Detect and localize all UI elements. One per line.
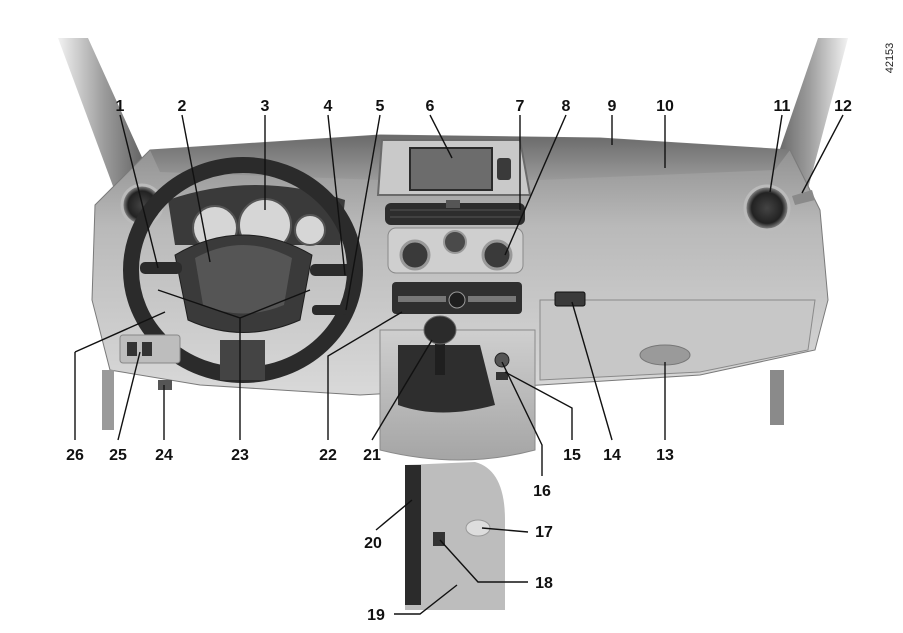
handbrake-lever [405,465,421,605]
callout-17: 17 [535,524,553,541]
leader-line [429,114,453,159]
callout-6: 6 [426,98,435,115]
right-kick-panel [770,370,784,425]
callout-3: 3 [261,98,270,115]
leader-line [117,351,141,441]
left-stalk [140,262,182,274]
leader-line [345,114,381,311]
callout-8: 8 [562,98,571,115]
callout-20: 20 [364,535,382,552]
gear-lever-stick [435,335,445,375]
leader-lines [74,114,844,615]
callout-15: 15 [563,447,581,464]
callout-25: 25 [109,447,127,464]
callout-21: 21 [363,447,381,464]
callout-5: 5 [376,98,385,115]
callout-13: 13 [656,447,674,464]
radio-button-row [398,296,446,302]
switch-a [127,342,137,356]
callout-4: 4 [324,98,333,115]
multimedia-screen [409,147,493,191]
leader-line [371,339,433,441]
screen-side-button [497,158,511,180]
callout-2: 2 [178,98,187,115]
right-air-vent [743,184,791,232]
centre-air-vents [385,203,525,225]
leader-line [394,584,458,615]
leader-line [74,311,166,353]
fuel-gauge [294,214,326,246]
leader-line [769,114,783,193]
leader-line [481,527,529,533]
leader-line [504,114,567,256]
radio-button-row [468,296,516,302]
callout-14: 14 [603,447,621,464]
left-kick-panel [102,370,114,430]
radio-volume-knob [448,291,466,309]
callout-19: 19 [367,607,385,624]
callout-12: 12 [834,98,852,115]
callout-1: 1 [116,98,125,115]
switch-b [142,342,152,356]
leader-line [375,499,413,531]
passenger-lower-panel [539,299,816,381]
accessories-socket [494,352,510,368]
leader-line [504,371,573,440]
passenger-airbag-indicator [554,291,586,307]
leader-line [439,539,528,583]
leader-line [119,114,159,269]
callout-16: 16 [533,483,551,500]
callout-11: 11 [774,98,791,115]
steering-wheel-airbag-cover [195,245,292,314]
handbrake-inset-panel [405,462,505,610]
callout-22: 22 [319,447,337,464]
reference-code: 42153 [884,43,896,74]
hazard-warning-switch [446,200,460,208]
callout-26: 26 [66,447,84,464]
left-a-pillar [58,38,150,205]
leader-line [239,289,311,319]
temperature-dial [399,239,431,271]
leader-line [327,311,403,440]
callout-7: 7 [516,98,525,115]
gear-lever-knob [423,315,457,345]
air-distribution-dial [481,239,513,271]
leader-line [501,361,543,476]
callout-23: 23 [231,447,249,464]
callout-10: 10 [656,98,674,115]
callout-24: 24 [155,447,173,464]
right-stalk [310,264,352,276]
bonnet-release-lever [158,380,172,390]
cruise-control-stalk [312,305,347,315]
leader-line [327,114,346,276]
leader-line [801,114,844,194]
callout-18: 18 [535,575,553,592]
console-switch [496,372,508,380]
callout-labels: 1 2 3 4 5 6 7 8 9 10 11 12 13 14 15 16 1… [66,98,852,624]
fan-speed-dial [443,230,467,254]
leader-line [181,114,211,263]
steering-column [220,340,265,380]
gear-lever-gaiter [398,345,495,413]
leader-line [571,301,613,441]
callout-9: 9 [608,98,617,115]
side-window-demister [792,190,815,205]
